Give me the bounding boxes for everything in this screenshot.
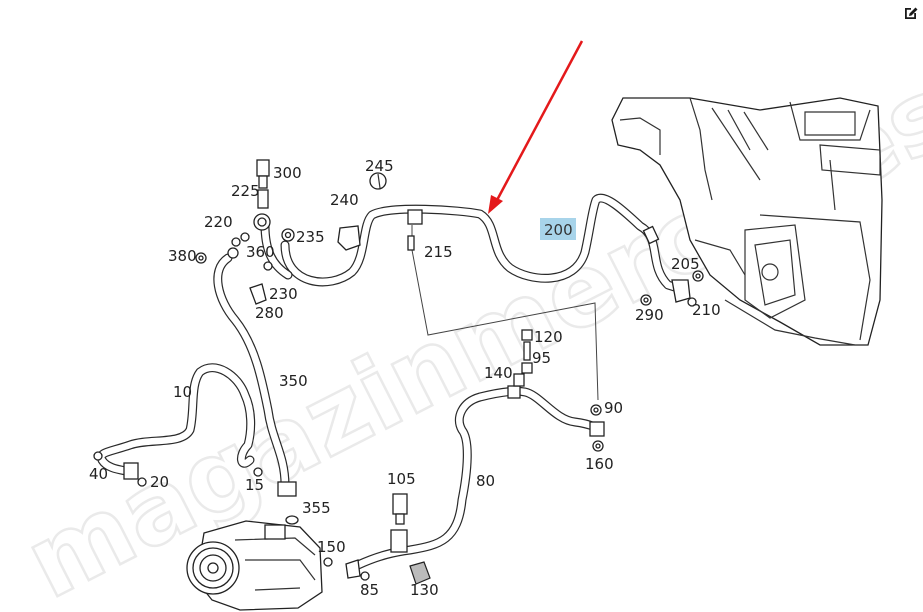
callout-230: 230 [269, 285, 298, 303]
callout-15: 15 [245, 476, 264, 494]
callout-215: 215 [424, 243, 453, 261]
callout-80: 80 [476, 472, 495, 490]
callout-130: 130 [410, 581, 439, 599]
hose-200 [280, 193, 689, 295]
callout-150: 150 [317, 538, 346, 556]
callout-240: 240 [330, 191, 359, 209]
callout-90: 90 [604, 399, 623, 417]
callout-355: 355 [302, 499, 331, 517]
callout-300: 300 [273, 164, 302, 182]
callout-380: 380 [168, 247, 197, 265]
hvac-housing [611, 97, 883, 346]
red-arrow [488, 40, 584, 214]
callout-140: 140 [484, 364, 513, 382]
compressor [186, 520, 323, 611]
callouts: 300 245 225 240 220 235 215 360 380 230 … [89, 157, 721, 599]
callout-210: 210 [692, 301, 721, 319]
edit-button[interactable] [902, 4, 920, 22]
hose-350 [213, 220, 297, 497]
callout-105: 105 [387, 470, 416, 488]
hose-80 [353, 385, 605, 570]
callout-20: 20 [150, 473, 169, 491]
callout-205: 205 [671, 255, 700, 273]
edit-icon [905, 7, 918, 19]
callout-235: 235 [296, 228, 325, 246]
callout-85: 85 [360, 581, 379, 599]
callout-350: 350 [279, 372, 308, 390]
highlight-box-200 [540, 218, 576, 240]
callout-40: 40 [89, 465, 108, 483]
callout-360: 360 [246, 243, 275, 261]
callout-225: 225 [231, 182, 260, 200]
callout-10: 10 [173, 383, 192, 401]
callout-120: 120 [534, 328, 563, 346]
callout-290: 290 [635, 306, 664, 324]
small-parts [93, 159, 704, 585]
callout-200: 200 [544, 221, 573, 239]
callout-160: 160 [585, 455, 614, 473]
callout-220: 220 [204, 213, 233, 231]
callout-95: 95 [532, 349, 551, 367]
callout-245: 245 [365, 157, 394, 175]
callout-280: 280 [255, 304, 284, 322]
